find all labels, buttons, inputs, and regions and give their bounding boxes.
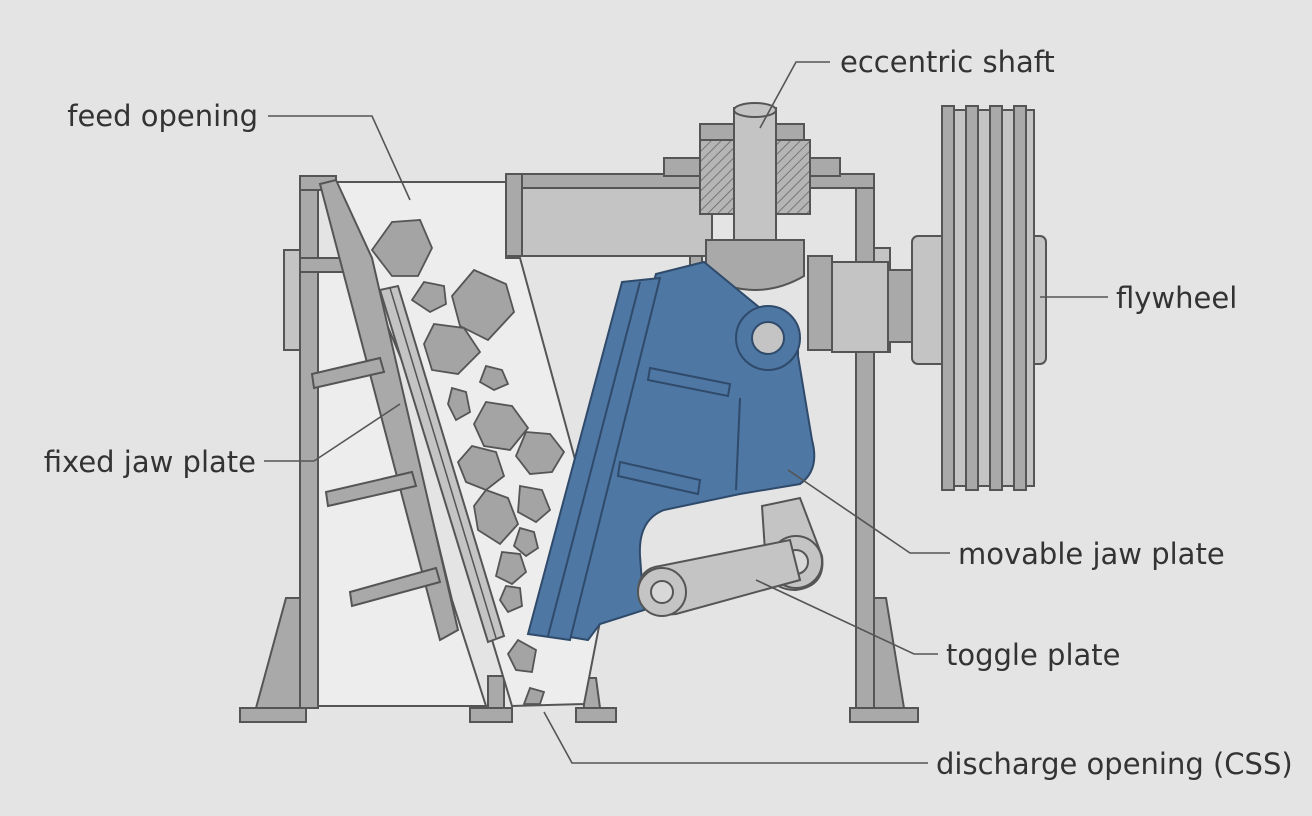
flywheel — [911, 105, 1047, 491]
label-feed-opening: feed opening — [67, 99, 258, 133]
label-eccentric-shaft: eccentric shaft — [840, 45, 1055, 79]
movable-jaw-assembly — [526, 260, 816, 642]
label-movable-jaw-plate: movable jaw plate — [958, 537, 1225, 571]
label-toggle-plate: toggle plate — [946, 638, 1121, 672]
fixed-jaw-plate — [378, 284, 506, 644]
leader-lines — [264, 61, 1108, 764]
fixed-jaw-assembly — [310, 178, 506, 644]
toggle-plate-assembly — [636, 496, 824, 617]
eccentric-shaft-assembly — [663, 102, 915, 353]
label-flywheel: flywheel — [1116, 281, 1237, 315]
label-discharge-opening: discharge opening (CSS) — [936, 747, 1293, 781]
label-fixed-jaw-plate: fixed jaw plate — [44, 445, 256, 479]
labels: feed opening fixed jaw plate eccentric s… — [44, 45, 1293, 781]
feed-rocks — [370, 219, 566, 705]
